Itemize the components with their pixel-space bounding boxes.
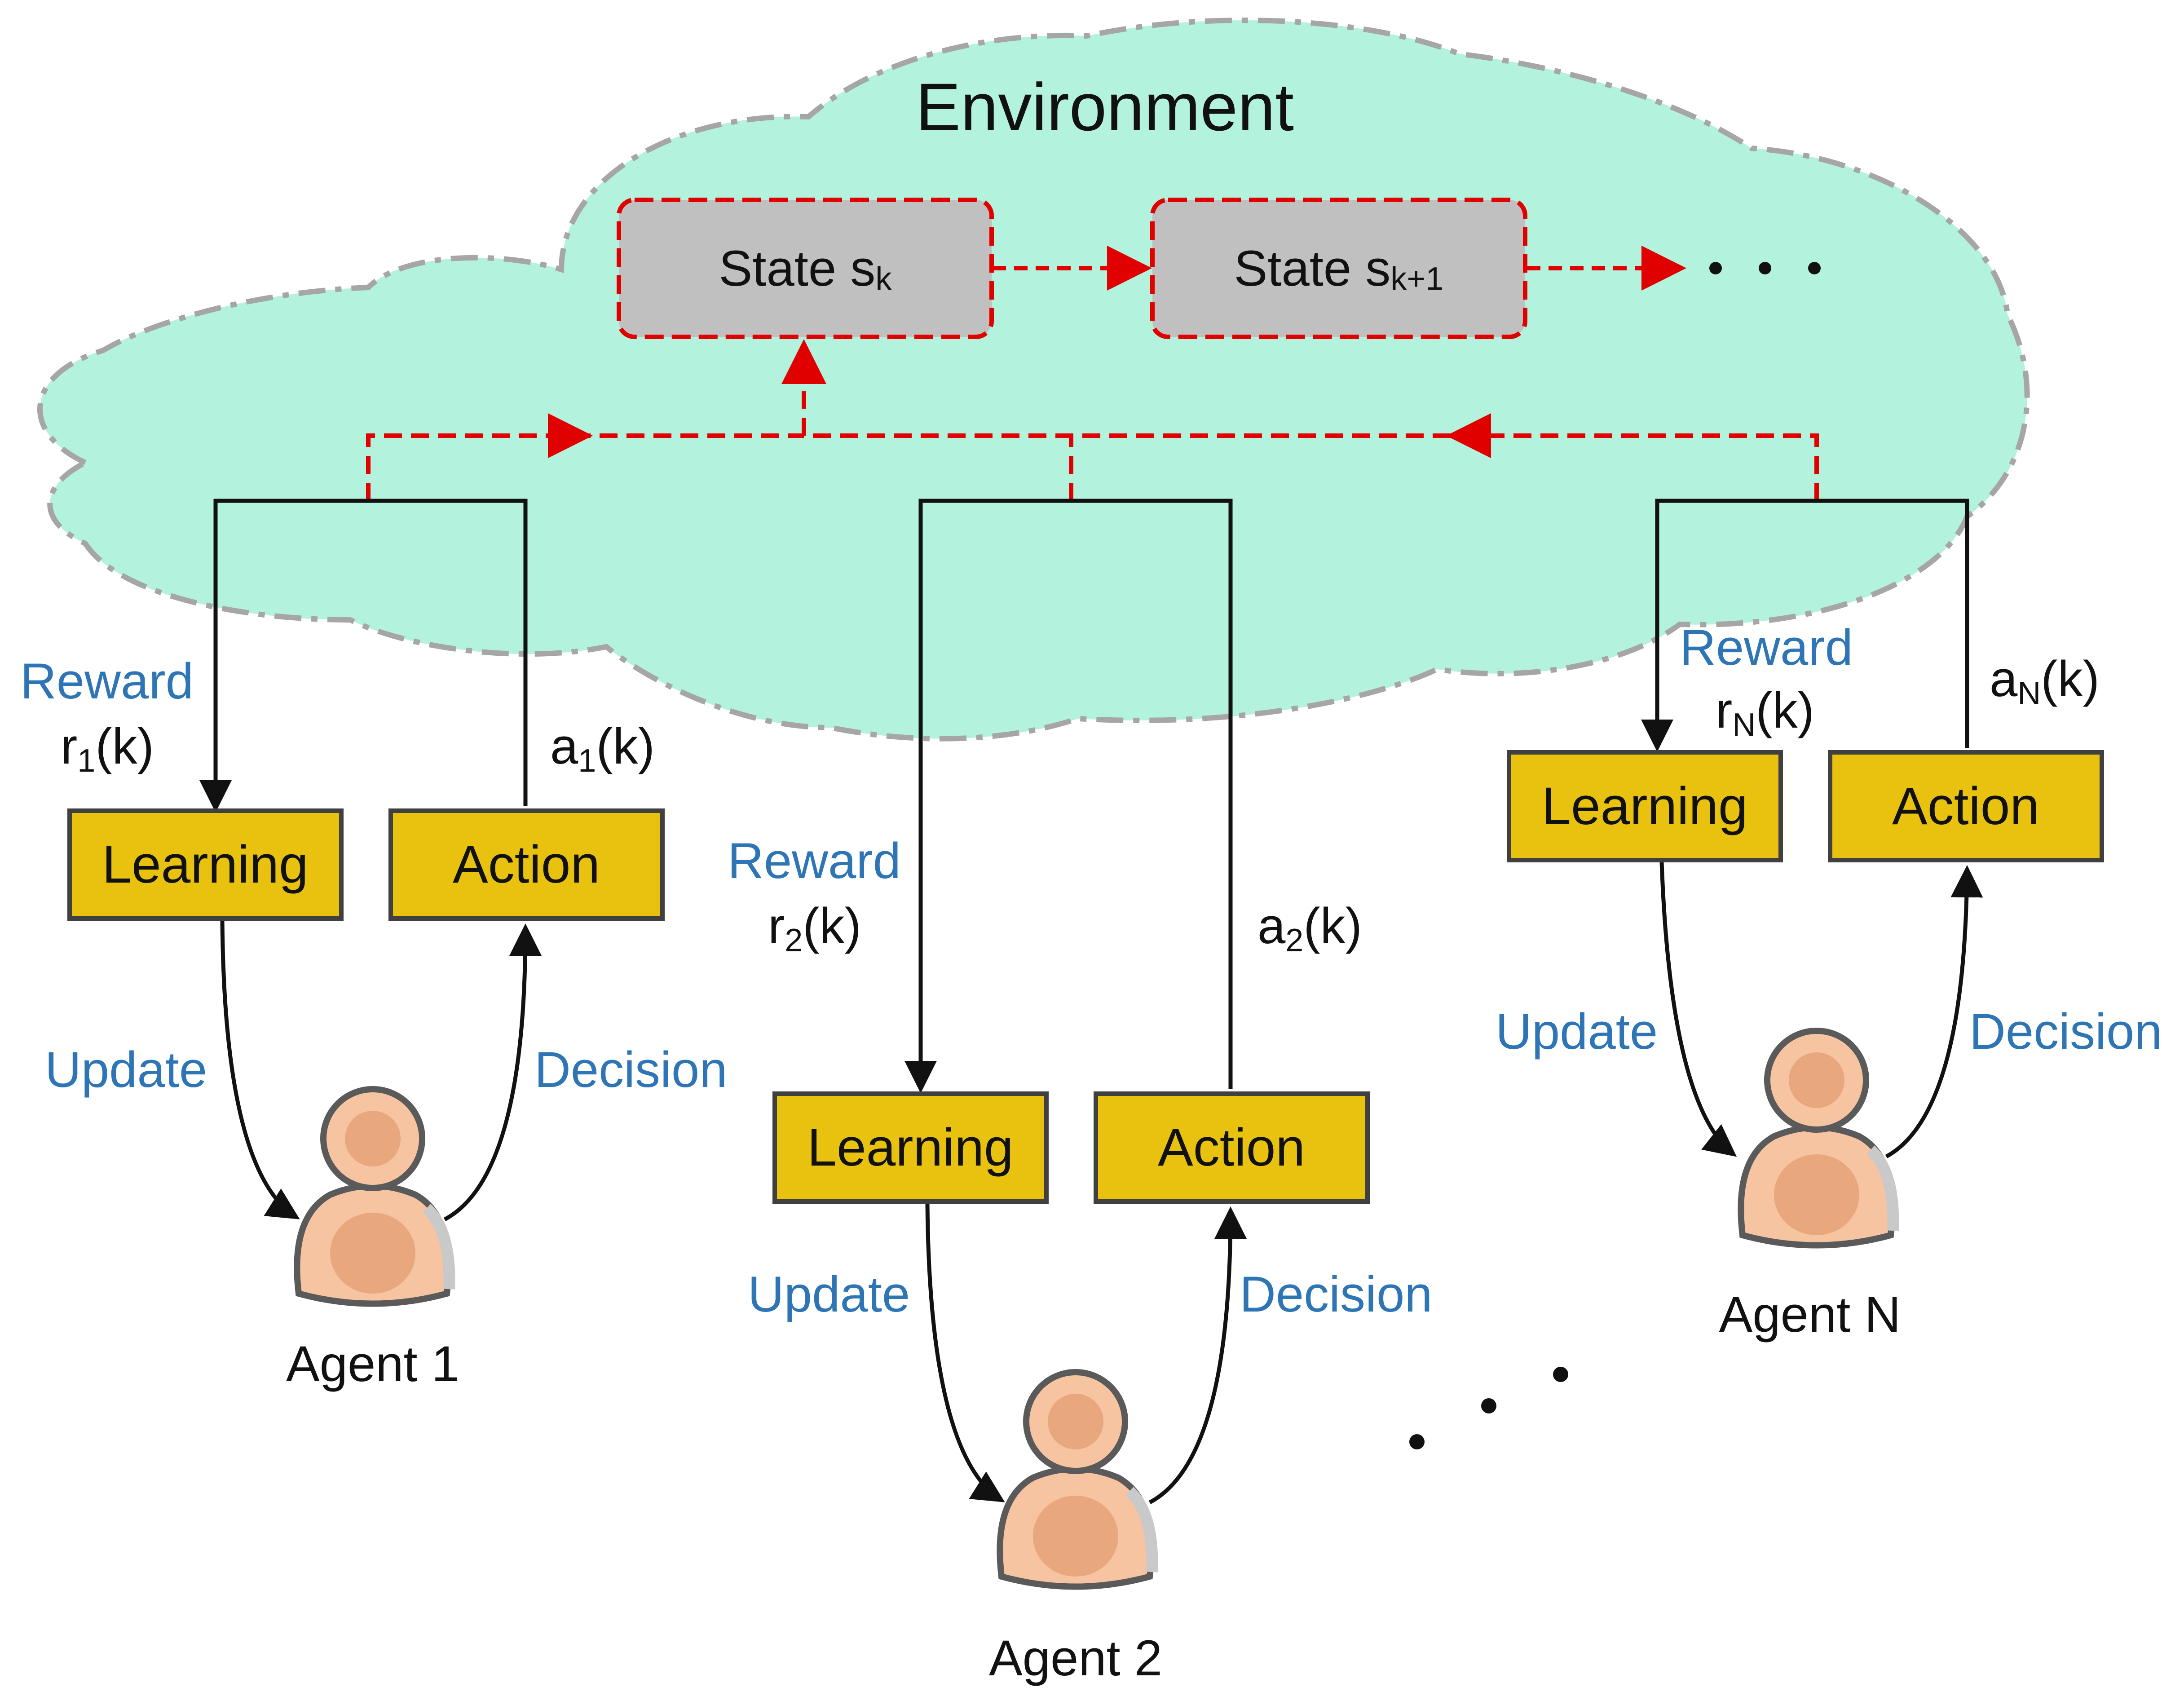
agent-1-learning-box bbox=[67, 808, 344, 921]
agent-2-person-icon bbox=[1000, 1372, 1152, 1587]
svg-text:State sk+1: State sk+1 bbox=[1234, 240, 1444, 297]
agent-1-update-label: Update bbox=[45, 1042, 207, 1098]
agent-n-learning-label: Learning bbox=[1541, 777, 1747, 836]
agent-1-group: Learning Action Reward r1(k) a1(k) Updat… bbox=[20, 499, 728, 1392]
agents-ellipsis-icon bbox=[1409, 1367, 1568, 1449]
agent-2-update-arrow bbox=[925, 1203, 1005, 1502]
agent-n-action-box bbox=[1828, 750, 2104, 862]
agent-n-learning-box bbox=[1507, 750, 1783, 862]
state-k-subscript: k bbox=[875, 261, 892, 297]
state-box-k-plus-1: State sk+1 bbox=[1150, 198, 1527, 339]
state-k1-subscript: k+1 bbox=[1390, 261, 1443, 297]
agent-1-action-symbol: a1(k) bbox=[550, 718, 655, 779]
agent-2-name: Agent 2 bbox=[989, 1630, 1162, 1686]
state-box-k: State sk bbox=[617, 198, 994, 339]
agent-2-decision-arrow bbox=[1148, 1206, 1247, 1504]
agent-n-loop-line bbox=[1641, 499, 1969, 752]
agent-2-reward-word: Reward bbox=[728, 833, 901, 889]
agent-1-name: Agent 1 bbox=[286, 1336, 459, 1392]
agent-n-update-label: Update bbox=[1496, 1003, 1658, 1060]
agent-1-reward-symbol: r1(k) bbox=[61, 718, 154, 779]
agent-n-decision-arrow bbox=[1885, 865, 1983, 1158]
agent-2-group: Learning Action Reward r2(k) a2(k) Updat… bbox=[728, 499, 1433, 1686]
agent-1-learning-label: Learning bbox=[102, 835, 308, 894]
agent-2-action-box bbox=[1094, 1091, 1370, 1204]
environment-cloud bbox=[37, 18, 2030, 742]
agent-1-reward-word: Reward bbox=[20, 653, 194, 709]
agent-2-action-symbol: a2(k) bbox=[1257, 898, 1362, 958]
svg-text:State sk: State sk bbox=[719, 240, 892, 297]
agent-2-loop-line bbox=[904, 499, 1233, 1093]
agent-2-update-label: Update bbox=[748, 1266, 910, 1322]
agent-n-action-symbol: aN(k) bbox=[1990, 651, 2100, 711]
agent-2-learning-label: Learning bbox=[807, 1118, 1013, 1177]
agent-n-reward-word: Reward bbox=[1680, 619, 1853, 676]
environment-title: Environment bbox=[916, 69, 1294, 145]
agent-n-reward-symbol: rN(k) bbox=[1716, 682, 1814, 743]
state-k1-label: State s bbox=[1234, 240, 1391, 296]
agent-1-loop-line bbox=[199, 499, 528, 813]
agent-1-person-icon bbox=[297, 1089, 449, 1304]
agent-n-action-label: Action bbox=[1892, 777, 2039, 836]
state-k-label: State s bbox=[719, 240, 876, 296]
state-ellipsis-icon bbox=[1709, 262, 1821, 274]
agent-n-name: Agent N bbox=[1719, 1286, 1901, 1343]
agent-1-decision-arrow bbox=[443, 923, 542, 1221]
agent-n-group: Learning Action Reward rN(k) aN(k) Updat… bbox=[1496, 499, 2162, 1343]
agent-n-person-icon bbox=[1741, 1031, 1893, 1246]
agent-1-action-box bbox=[388, 808, 665, 921]
agent-n-decision-label: Decision bbox=[1969, 1003, 2162, 1060]
joint-action-lines bbox=[366, 433, 1819, 501]
agent-1-decision-label: Decision bbox=[534, 1042, 728, 1098]
agent-2-reward-symbol: r2(k) bbox=[768, 898, 861, 958]
agent-2-decision-label: Decision bbox=[1240, 1266, 1433, 1322]
agent-2-action-label: Action bbox=[1158, 1118, 1305, 1177]
agent-1-update-arrow bbox=[220, 920, 300, 1219]
agent-n-update-arrow bbox=[1659, 862, 1737, 1157]
agent-2-learning-box bbox=[772, 1091, 1049, 1204]
agent-1-action-label: Action bbox=[453, 835, 600, 894]
